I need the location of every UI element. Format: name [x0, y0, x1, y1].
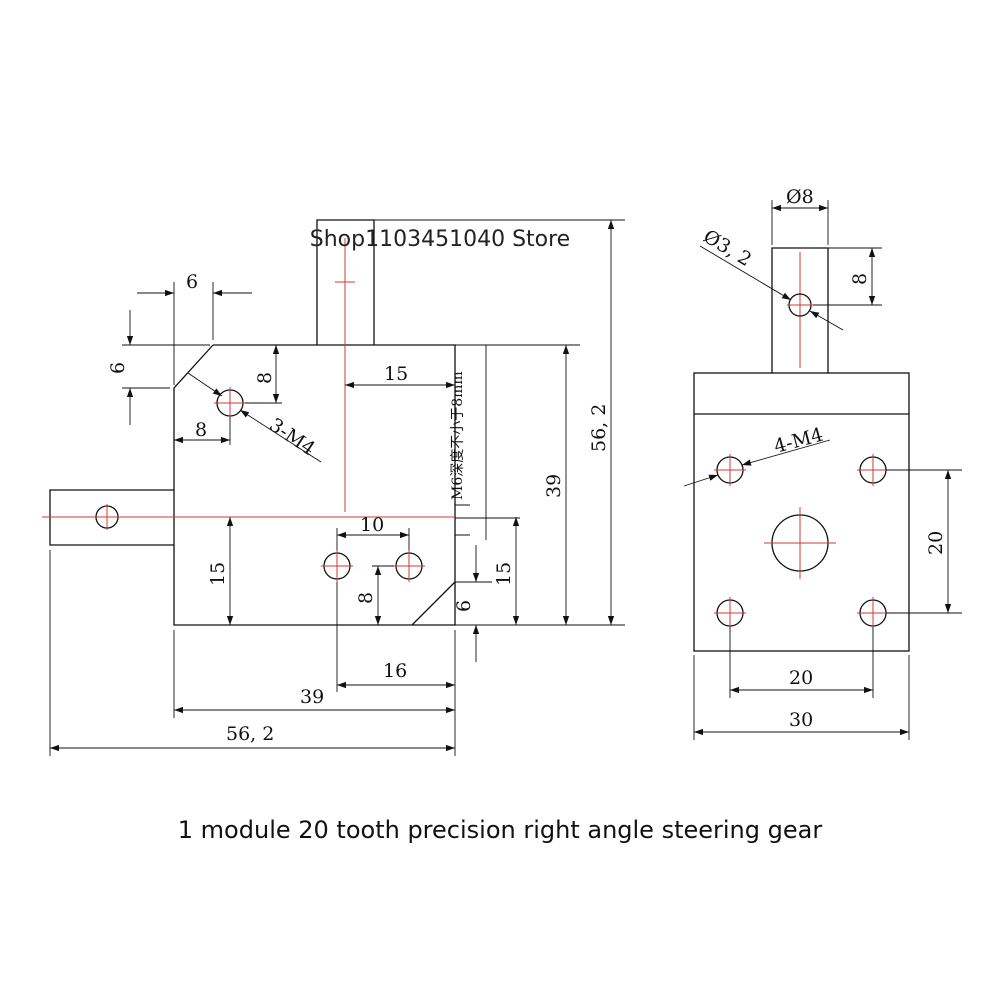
side-hole-bottom-right	[857, 597, 889, 629]
dim-hole-horizontal: 8	[195, 419, 207, 441]
front-hole-bottom-right	[393, 550, 425, 582]
dim-hole-spacing: 10	[360, 514, 384, 536]
dim-pin-hole: Ø3, 2	[699, 225, 755, 271]
dim-width-inner: 39	[300, 686, 324, 708]
dim-hole-spacing-horizontal: 20	[789, 667, 813, 689]
front-view: 6 6 8 8 3-M4 15 M6深度不小于8mm 39 56, 2	[42, 219, 625, 756]
side-hole-bottom-left	[714, 597, 746, 629]
side-view: Ø8 Ø3, 2 8 4-M4 20 20 30	[683, 186, 962, 740]
note-thread: M6深度不小于8mm	[450, 371, 466, 500]
dim-right-low: 15	[493, 562, 515, 586]
dim-hole-low: 8	[355, 592, 377, 604]
dim-height-inner: 39	[543, 474, 565, 498]
side-hole-top-right	[857, 454, 889, 486]
dim-height-total: 56, 2	[588, 404, 610, 452]
side-body-outline	[693, 372, 910, 652]
front-top-shaft	[316, 219, 375, 345]
dim-hole-spacing-vertical: 20	[925, 531, 947, 555]
front-hole-top-left	[214, 387, 246, 419]
side-shaft	[771, 247, 829, 373]
side-center-bore	[764, 507, 836, 579]
dim-pin-offset: 8	[849, 273, 871, 285]
dim-width: 30	[789, 709, 813, 731]
front-hole-left-shaft	[94, 504, 120, 530]
caption: 1 module 20 tooth precision right angle …	[178, 816, 823, 844]
dim-chamfer-bottom: 6	[453, 600, 475, 612]
front-hole-bottom-left	[321, 550, 353, 582]
dim-bottom-offset: 16	[383, 660, 407, 682]
front-right-stub	[455, 504, 520, 536]
dim-chamfer-width: 6	[186, 271, 198, 293]
dim-left-low: 15	[207, 562, 229, 586]
dim-shaft-diameter: Ø8	[786, 186, 814, 208]
dim-hole-vertical: 8	[254, 372, 276, 384]
side-hole-top-left	[714, 454, 746, 486]
store-watermark: Shop1103451040 Store	[310, 227, 570, 252]
side-pin-hole	[787, 293, 813, 317]
label-3-m4: 3-M4	[265, 414, 319, 460]
dim-top-offset: 15	[384, 363, 408, 385]
label-4-m4: 4-M4	[772, 424, 826, 458]
dim-width-total: 56, 2	[226, 723, 274, 745]
dim-chamfer-height: 6	[107, 362, 129, 374]
